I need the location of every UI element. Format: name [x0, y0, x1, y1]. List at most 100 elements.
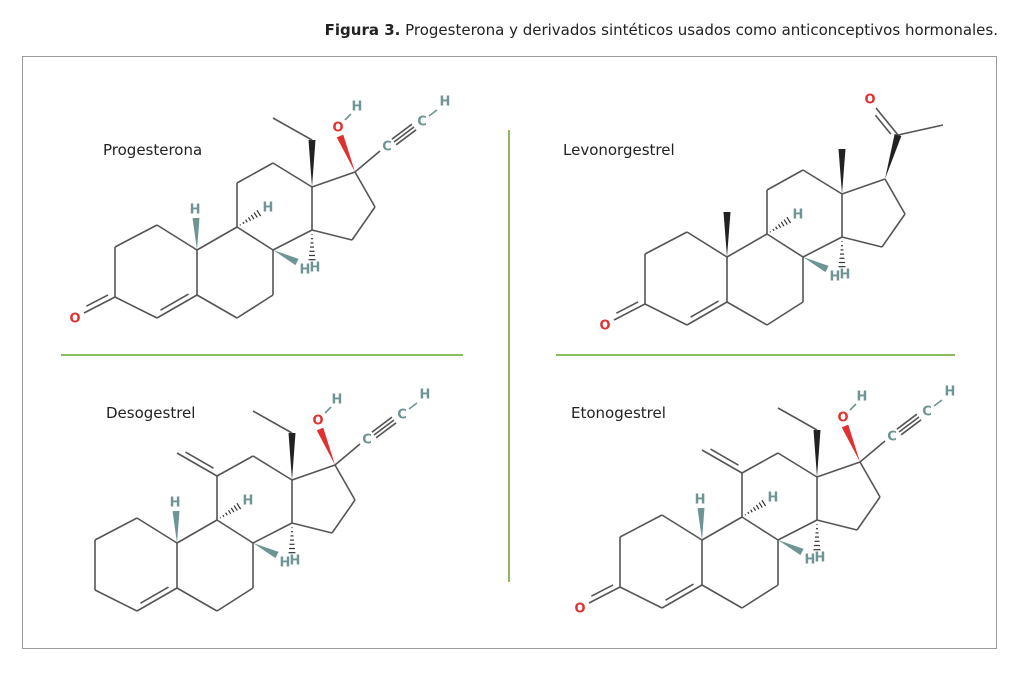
ethyl-bond — [252, 410, 293, 434]
alkyne-bond — [354, 150, 381, 173]
hydrogen-atom: H — [840, 268, 851, 283]
h-hash — [769, 216, 792, 233]
bond — [236, 226, 274, 251]
bond — [236, 294, 274, 319]
double-bond-c4-c5 — [690, 300, 719, 318]
bond — [156, 224, 198, 251]
carbonyl-bond — [588, 586, 621, 604]
carbonyl-bond — [875, 107, 899, 136]
triple-bond — [393, 126, 415, 143]
bond — [196, 294, 238, 319]
ch-bond — [428, 109, 438, 117]
h-hash — [813, 523, 821, 551]
methyl-wedge — [723, 212, 731, 257]
bond — [841, 178, 886, 195]
bond — [802, 236, 843, 258]
ethyl-wedge — [308, 140, 316, 187]
ch-bond — [933, 399, 943, 407]
carbonyl-bond — [83, 296, 116, 314]
triple-bond — [898, 416, 920, 433]
ethyl-bond — [272, 117, 313, 141]
methylene-bond — [701, 449, 743, 474]
double-bond-c4-c5 — [686, 301, 728, 326]
oxygen-atom: O — [312, 414, 323, 429]
bond — [726, 233, 768, 258]
methylene-bond — [176, 452, 218, 477]
triple-bond — [375, 422, 397, 439]
bond — [881, 213, 906, 248]
hydrogen-atom: H — [263, 201, 274, 216]
bond — [766, 169, 804, 191]
oh-bond — [324, 406, 332, 414]
bond — [816, 519, 858, 531]
carbonyl-bond — [613, 303, 646, 321]
bond — [334, 464, 356, 501]
ethyl-wedge — [813, 430, 821, 477]
hydrogen-atom: H — [440, 95, 451, 110]
alkyne-bond — [334, 443, 361, 466]
oxygen-atom: O — [837, 411, 848, 426]
bond — [726, 301, 768, 326]
hydrogen-atom: H — [695, 493, 706, 508]
carbonyl-bond — [874, 114, 892, 135]
hydrogen-atom: H — [243, 494, 254, 509]
alkyne-bond — [859, 440, 886, 463]
hydrogen-atom: H — [352, 100, 363, 115]
oh-bond — [849, 403, 857, 411]
ethyl-wedge — [288, 433, 296, 480]
label-progesterona: Progesterona — [103, 141, 203, 159]
oxygen-atom: O — [332, 121, 343, 136]
carbonyl-bond — [615, 301, 639, 314]
bond — [619, 586, 663, 609]
triple-bond — [900, 419, 922, 436]
bond — [176, 519, 218, 544]
label-levonorgestrel: Levonorgestrel — [563, 141, 675, 159]
methyl-bond — [897, 124, 944, 136]
methylene-bond — [185, 451, 214, 469]
bond — [766, 233, 804, 258]
bond — [331, 499, 356, 534]
hydrogen-atom: H — [190, 203, 201, 218]
bond — [766, 301, 804, 326]
h-hash — [308, 233, 316, 261]
hydrogen-atom: H — [170, 496, 181, 511]
triple-bond — [373, 419, 395, 436]
double-bond-c4-c5 — [160, 293, 189, 311]
h-wedge — [778, 540, 804, 556]
oxygen-atom: O — [599, 319, 610, 334]
figure-number: Figura 3. — [324, 21, 401, 39]
ch-bond — [408, 402, 418, 410]
hydroxyl-wedge — [336, 134, 355, 172]
h-hash — [744, 499, 767, 516]
bond — [741, 452, 779, 474]
oxygen-atom: O — [864, 93, 875, 108]
hydrogen-atom: H — [805, 553, 816, 568]
bond — [311, 171, 356, 188]
bond — [114, 224, 158, 248]
label-etonogestrel: Etonogestrel — [571, 404, 666, 422]
carbonyl-bond — [85, 294, 109, 307]
figure-frame — [22, 56, 997, 649]
bond — [686, 231, 728, 258]
bond — [114, 296, 158, 319]
bond — [701, 584, 743, 609]
hydrogen-atom: H — [830, 270, 841, 285]
hydrogen-atom: H — [300, 263, 311, 278]
hydrogen-atom: H — [815, 551, 826, 566]
hydrogen-atom: H — [290, 554, 301, 569]
bond — [94, 589, 138, 612]
bond — [272, 229, 313, 251]
double-bond-c4-c5 — [156, 294, 198, 319]
bond — [856, 496, 881, 531]
bond — [216, 455, 254, 477]
hydrogen-atom: H — [768, 491, 779, 506]
oh-bond — [344, 113, 352, 121]
bond — [802, 169, 843, 195]
bond — [661, 514, 703, 541]
bond — [354, 171, 376, 208]
figure-caption-text: Progesterona y derivados sintéticos usad… — [400, 21, 998, 39]
